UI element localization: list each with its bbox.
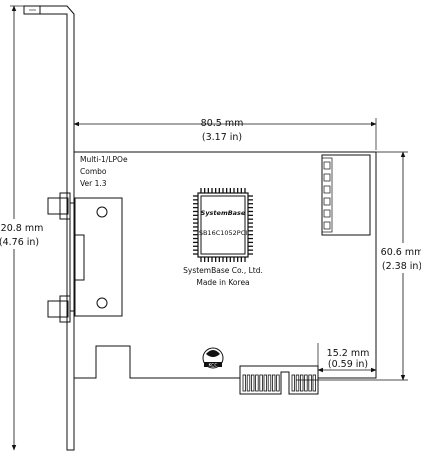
dimension-bracket-mm: 120.8 mm <box>0 223 43 234</box>
board-version: Ver 1.3 <box>80 179 107 188</box>
company-origin: Made in Korea <box>196 278 249 287</box>
dimension-connector: 15.2 mm (0.59 in) <box>317 343 377 378</box>
header-pin <box>323 209 331 218</box>
header-pin <box>323 197 331 206</box>
header-pin <box>323 221 331 230</box>
header-pin <box>323 161 331 170</box>
dimension-width-in: (3.17 in) <box>202 132 242 143</box>
dimension-width: 80.5 mm (3.17 in) <box>73 118 377 150</box>
certification-logo: KCC <box>202 347 224 369</box>
header-pin <box>323 173 331 182</box>
board-name-line1: Multi-1/LPOe <box>80 155 128 164</box>
mounting-bracket <box>23 5 75 451</box>
edge-finger <box>263 374 267 392</box>
certification-logo-text: KCC <box>209 362 218 368</box>
edge-finger <box>299 374 304 392</box>
chip-part-number: SB16C1052PCI <box>199 229 247 237</box>
edge-finger <box>308 374 312 392</box>
edge-finger <box>291 374 295 392</box>
dimension-bracket: 120.8 mm (4.76 in) <box>0 5 43 451</box>
edge-finger <box>295 374 300 392</box>
board-name-line2: Combo <box>80 167 107 176</box>
edge-finger <box>304 374 308 392</box>
header-pin <box>323 185 331 194</box>
dimension-height-in: (2.38 in) <box>382 261 421 272</box>
edge-finger <box>271 374 276 392</box>
edge-finger <box>276 374 280 392</box>
pcb-outline <box>74 151 377 379</box>
pcie-edge-connector <box>239 371 319 395</box>
main-chip: SystemBase SB16C1052PCI <box>193 188 253 262</box>
edge-finger <box>250 374 255 392</box>
dimension-connector-mm: 15.2 mm <box>327 348 370 359</box>
dimension-height-mm: 60.6 mm <box>381 247 421 258</box>
edge-finger <box>255 374 259 392</box>
edge-finger <box>259 374 263 392</box>
dimension-bracket-in: (4.76 in) <box>0 237 39 248</box>
edge-finger <box>267 374 272 392</box>
edge-finger <box>242 374 246 392</box>
company-name: SystemBase Co., Ltd. <box>183 266 263 275</box>
dimension-connector-in: (0.59 in) <box>328 359 368 370</box>
dimension-height: 60.6 mm (2.38 in) <box>296 151 421 381</box>
edge-finger <box>246 374 251 392</box>
pin-header <box>321 154 371 236</box>
edge-finger <box>312 374 316 392</box>
serial-connector <box>47 192 123 323</box>
chip-brand: SystemBase <box>201 209 246 217</box>
dimension-width-mm: 80.5 mm <box>201 118 244 129</box>
